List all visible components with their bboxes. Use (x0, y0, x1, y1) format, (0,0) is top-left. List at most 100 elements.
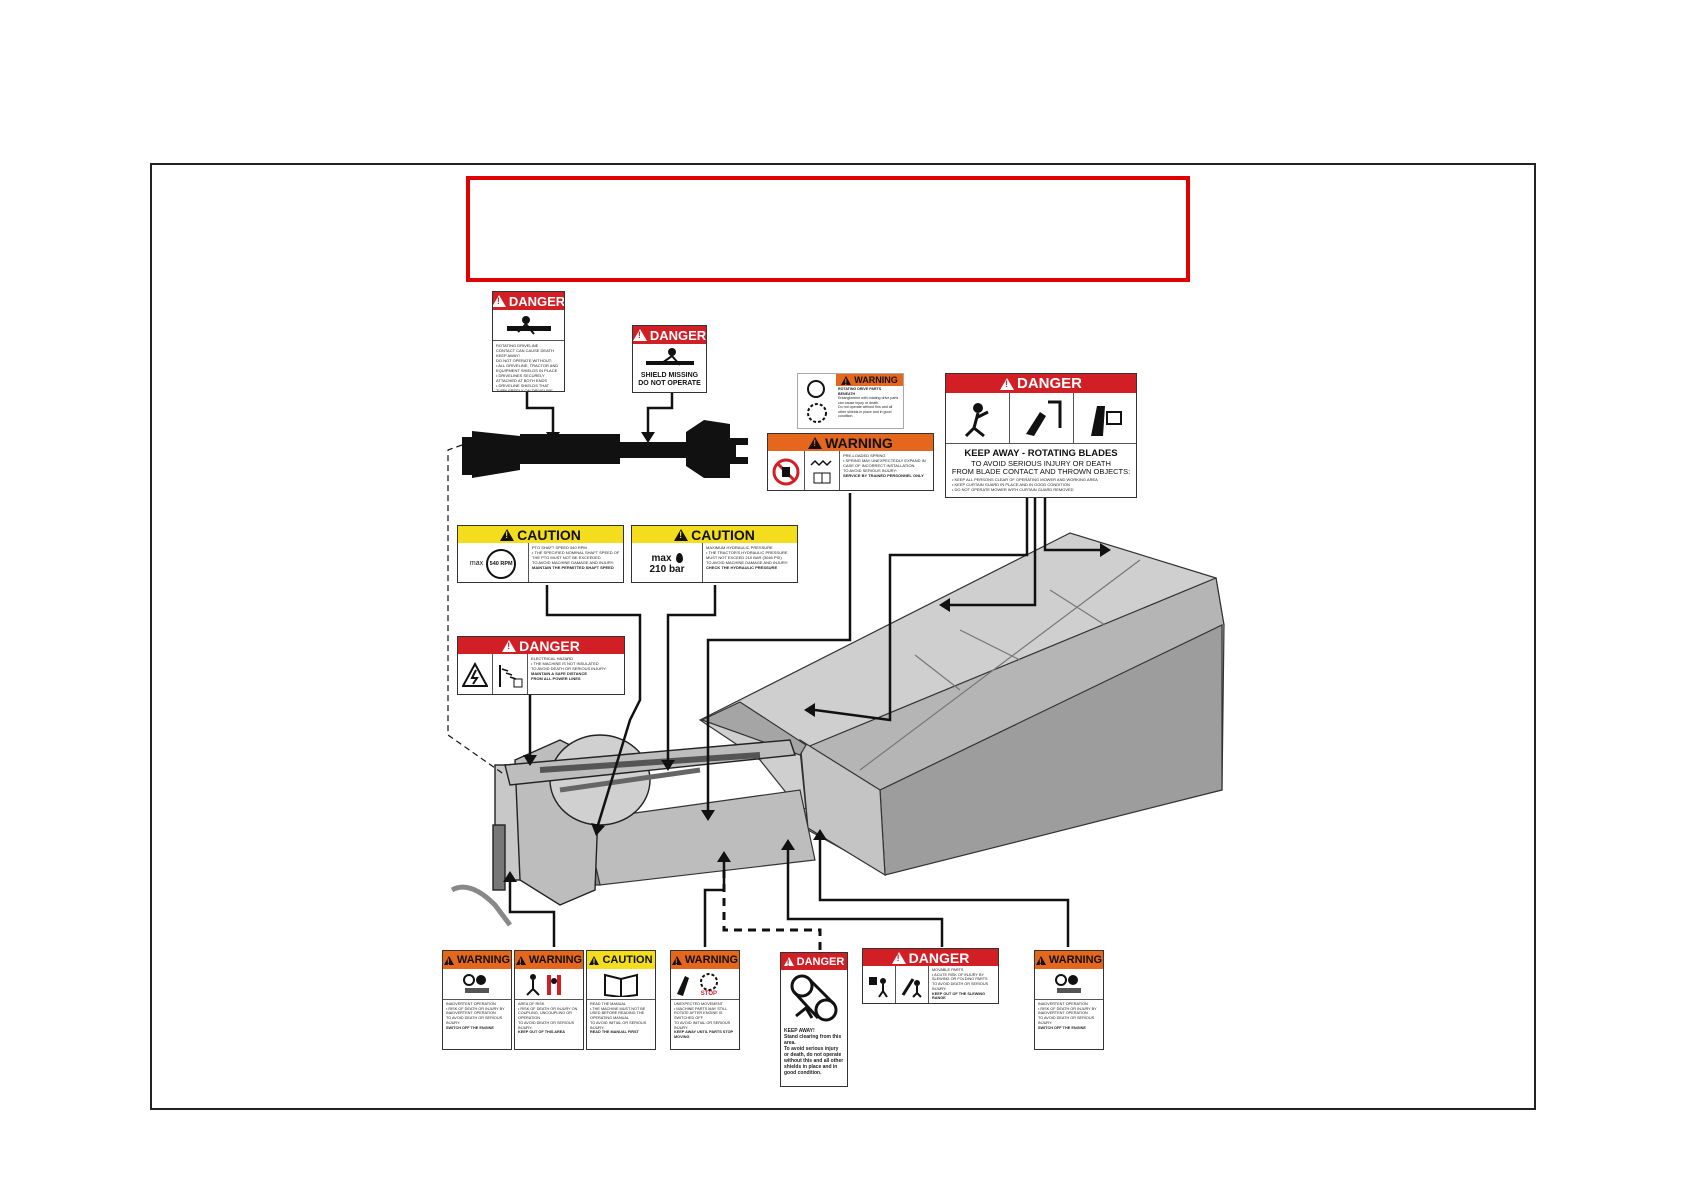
decal-text: SHIELD MISSING (640, 372, 699, 379)
decal-line: • RISK OF DEATH OR INJURY BY INADVERTENT… (446, 1006, 505, 1016)
decal-header: WARNING (684, 954, 739, 966)
hitch-frame (450, 734, 796, 927)
alert-triangle-icon (891, 951, 906, 964)
decal-header: DANGER (649, 327, 706, 343)
decal-header: DANGER (508, 293, 564, 309)
decal-line: • KEEP CURTAIN GUARD IN PLACE AND IN GOO… (952, 482, 1070, 487)
alert-triangle-icon (671, 955, 682, 967)
droplet-icon (675, 553, 683, 563)
decal-line: TO AVOID DEATH OR SERIOUS INJURY: (1038, 1016, 1095, 1025)
decal-line: • DO NOT OPERATE MOWER WITH CURTAIN GUAR… (952, 487, 1074, 492)
folding-parts-icon (896, 966, 929, 1003)
decal-line: • RISK OF DEATH OR INJURY ON COUPLING, U… (518, 1006, 578, 1021)
alert-triangle-icon (808, 436, 823, 449)
decal-line: TO AVOID MACHINE DAMAGE AND INJURY: (706, 560, 789, 565)
decal-line: KEEP AWAY! (784, 1028, 815, 1034)
decal-line: AREA OF RISK (518, 1002, 545, 1006)
decal-line: INADVERTENT OPERATION (1038, 1002, 1088, 1006)
figure-frame (150, 163, 1536, 1110)
decal-line: TO AVOID SERIOUS INJURY: (843, 468, 898, 473)
unexpected-movement-warning-decal: WARNING STOP UNEXPECTED MOVEMENT • MACHI… (670, 950, 740, 1050)
driveline-entanglement-icon (493, 310, 564, 341)
decal-line: • DRIVELINES SECURELY ATTACHED AT BOTH E… (496, 373, 548, 383)
max-label: max (651, 552, 672, 564)
decal-header: CAUTION (517, 526, 581, 543)
decal-header: WARNING (528, 954, 583, 966)
decal-title: KEEP AWAY - ROTATING BLADES (964, 448, 1118, 459)
entanglement-icon (633, 344, 706, 372)
alert-triangle-icon (674, 528, 689, 541)
decal-line: SWITCH OFF THE ENGINE (1038, 1025, 1086, 1030)
decal-line: TO AVOID DEATH OR SERIOUS INJURY: (518, 1020, 575, 1030)
curtain-guard-icon (1074, 393, 1136, 443)
decal-line: READ THE MANUAL FIRST (590, 1030, 639, 1035)
decal-line: CONTACT CAN CAUSE DEATH (496, 348, 554, 353)
spring-warning-decal: WARNING PRE-LOADED SPRING • SPRING MAY U… (767, 433, 934, 491)
decal-header: DANGER (796, 955, 845, 968)
alert-triangle-icon (999, 377, 1014, 390)
area-of-risk-warning-decal: WARNING AREA OF RISK • RISK OF DEATH OR … (514, 950, 584, 1050)
decal-line: KEEP AWAY UNTIL PARTS STOP MOVING (674, 1030, 734, 1039)
decal-header: CAUTION (602, 954, 653, 966)
decal-line: INADVERTENT OPERATION (446, 1002, 496, 1006)
decal-line: TO AVOID DEATH OR SERIOUS INJURY: (446, 1016, 503, 1025)
decal-header: DANGER (1016, 375, 1082, 392)
decal-line: DO NOT OPERATE WITHOUT: (496, 358, 552, 363)
decal-header: WARNING (1048, 954, 1103, 966)
decal-line: KEEP OUT OF THE SLEWING RANGE (932, 991, 986, 1001)
alert-triangle-icon (493, 295, 506, 307)
electrical-danger-decal: DANGER ELECTRICAL HAZARD • THE MACHINE I… (457, 636, 625, 695)
max-label: max (469, 560, 484, 567)
decal-line: Stand clearing from this area. (784, 1034, 842, 1046)
decal-line: SERVICE BY TRAINED PERSONNEL ONLY (843, 473, 924, 478)
decal-header: WARNING (825, 434, 893, 451)
decal-line: • THE MACHINE IS NOT INSULATED (531, 661, 599, 666)
stop-icon: STOP (671, 969, 739, 1000)
decal-line: • RISK OF DEATH OR INJURY BY INADVERTENT… (1038, 1006, 1097, 1016)
decal-line: TO AVOID MACHINE DAMAGE AND INJURY: (532, 560, 615, 565)
alert-triangle-icon (1035, 955, 1046, 967)
decal-line: KEEP OUT OF THIS AREA (518, 1030, 566, 1035)
decal-line: ELECTRICAL HAZARD (531, 656, 574, 661)
decal-line: CHECK THE HYDRAULIC PRESSURE (706, 565, 778, 570)
pto-shaft (462, 420, 748, 478)
decal-line: BENEATH (838, 391, 856, 396)
decal-line: TO AVOID DEATH OR SERIOUS INJURY: (932, 982, 989, 991)
crush-area-icon (515, 969, 583, 1000)
decal-line: • DRIVELINE SHIELDS THAT TURN FREELY ON … (496, 383, 553, 392)
decal-line: PTO SHAFT SPEED 540 RPM (532, 545, 587, 550)
hydraulic-pressure-icon: max 210 bar (632, 543, 703, 582)
decal-subtitle: FROM BLADE CONTACT AND THROWN OBJECTS: (951, 467, 1131, 476)
stop-label: STOP (700, 991, 717, 997)
power-line-icon (493, 654, 528, 694)
decal-line: MOVABLE PARTS (932, 968, 964, 972)
manual-book-icon (587, 969, 655, 1000)
decal-line: • SPRING MAY UNEXPECTEDLY EXPAND IN CASE… (843, 458, 926, 468)
pto-speed-caution-decal: CAUTION max 540 RPM PTO SHAFT SPEED 540 … (457, 525, 624, 583)
alert-triangle-icon (633, 329, 647, 341)
decal-line: TO AVOID DEATH OR SERIOUS INJURY: (531, 666, 607, 671)
rotating-blades-danger-decal: DANGER KEEP AWAY - ROTATING BLADES TO AV… (945, 373, 1137, 498)
decal-line: UNEXPECTED MOVEMENT (674, 1002, 723, 1006)
alert-triangle-icon (500, 528, 515, 541)
decal-line: • THE TRACTOR'S HYDRAULIC PRESSURE MUST … (706, 550, 788, 560)
read-manual-caution-decal: CAUTION READ THE MANUAL • THE MACHINE MU… (586, 950, 656, 1050)
inadvertent-operation-warning-decal: WARNING INADVERTENT OPERATION • RISK OF … (442, 950, 512, 1050)
decal-subtitle: TO AVOID SERIOUS INJURY OR DEATH (971, 459, 1111, 468)
keep-away-danger-decal: DANGER KEEP AWAY! Stand clearing from th… (780, 952, 848, 1087)
alert-triangle-icon (515, 955, 526, 967)
decal-line: • ACUTE RISK OF INJURY BY SLEWING OR FOL… (932, 972, 988, 982)
decal-line: ROTATING DRIVELINE (496, 343, 539, 348)
decal-line: • THE MACHINE MUST NOT BE USED BEFORE RE… (590, 1006, 646, 1021)
rotating-parts-icon (798, 374, 836, 428)
callout-box (466, 176, 1190, 282)
decal-line: FROM ALL POWER LINES (531, 676, 581, 681)
leader-lines (508, 379, 1100, 947)
inadvertent-operation-warning-decal-2: WARNING INADVERTENT OPERATION • RISK OF … (1034, 950, 1104, 1050)
decal-line: KEEP AWAY! (496, 353, 520, 358)
decal-line: SWITCH OFF THE ENGINE (446, 1025, 494, 1030)
decal-header: WARNING (854, 375, 898, 385)
decal-header: WARNING (456, 954, 511, 966)
alert-triangle-icon (589, 955, 600, 967)
